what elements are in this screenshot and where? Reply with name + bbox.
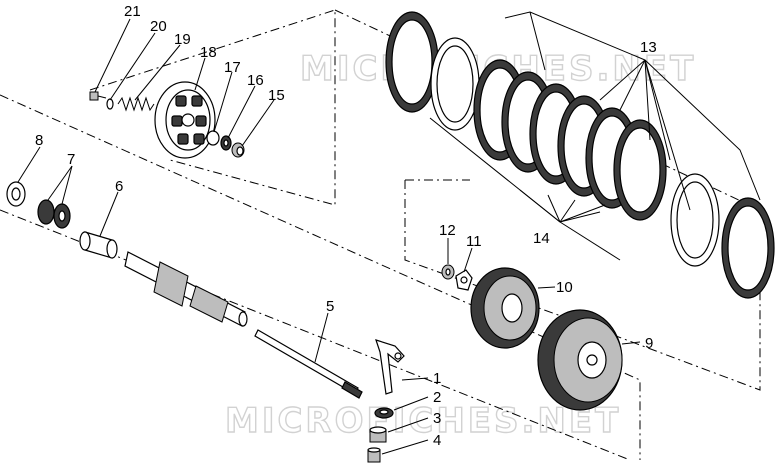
nut-part-12: [441, 264, 455, 280]
bearing-part-2: [374, 407, 394, 419]
callout-15: 15: [268, 87, 285, 104]
callout-6: 6: [115, 178, 123, 195]
screw-part-21: [89, 91, 107, 101]
callout-14: 14: [533, 230, 550, 247]
lock-washer-part-11: [455, 269, 473, 291]
callout-numbers: 21 20 19 18 17 16 15 8 7 6 5 1 2 3 4 9 1…: [35, 3, 657, 449]
clutch-hub-part-10: [470, 267, 540, 349]
callout-19: 19: [174, 31, 191, 48]
main-shaft-part: [124, 251, 248, 327]
pressure-plate-part: [154, 81, 216, 159]
clutch-housing-part-9: [537, 309, 623, 411]
lever-part-1: [375, 339, 405, 395]
washer-part-20: [106, 98, 114, 110]
washer-part-8: [6, 181, 26, 207]
callout-8: 8: [35, 132, 43, 149]
callout-leaders: [17, 18, 641, 455]
roller-part-4: [367, 447, 381, 463]
needle-bearing-part-7: [37, 199, 71, 229]
callout-12: 12: [439, 222, 456, 239]
callout-7: 7: [67, 151, 75, 168]
bushing-part-3: [369, 426, 387, 443]
callout-13: 13: [640, 39, 657, 56]
callout-16: 16: [247, 72, 264, 89]
callout-18: 18: [200, 44, 217, 61]
bush-part-15: [231, 142, 245, 158]
callout-1: 1: [433, 370, 441, 387]
push-rod-part-5: [254, 329, 363, 399]
callout-11: 11: [466, 233, 482, 250]
clutch-plate-pack: [385, 11, 775, 299]
washer-part-17: [206, 130, 220, 146]
watermark-bottom: MICROFICHES.NET: [225, 401, 621, 441]
callout-17: 17: [224, 59, 241, 76]
callout-5: 5: [326, 298, 334, 315]
callout-9: 9: [645, 335, 653, 352]
callout-21: 21: [124, 3, 141, 20]
spring-part: [117, 96, 155, 112]
bushing-part-6: [79, 231, 118, 259]
callout-10: 10: [556, 279, 573, 296]
callout-2: 2: [433, 389, 441, 406]
callout-20: 20: [150, 18, 167, 35]
callout-4: 4: [433, 432, 441, 449]
callout-3: 3: [433, 410, 441, 427]
leader-lines-13-14: [429, 11, 761, 261]
